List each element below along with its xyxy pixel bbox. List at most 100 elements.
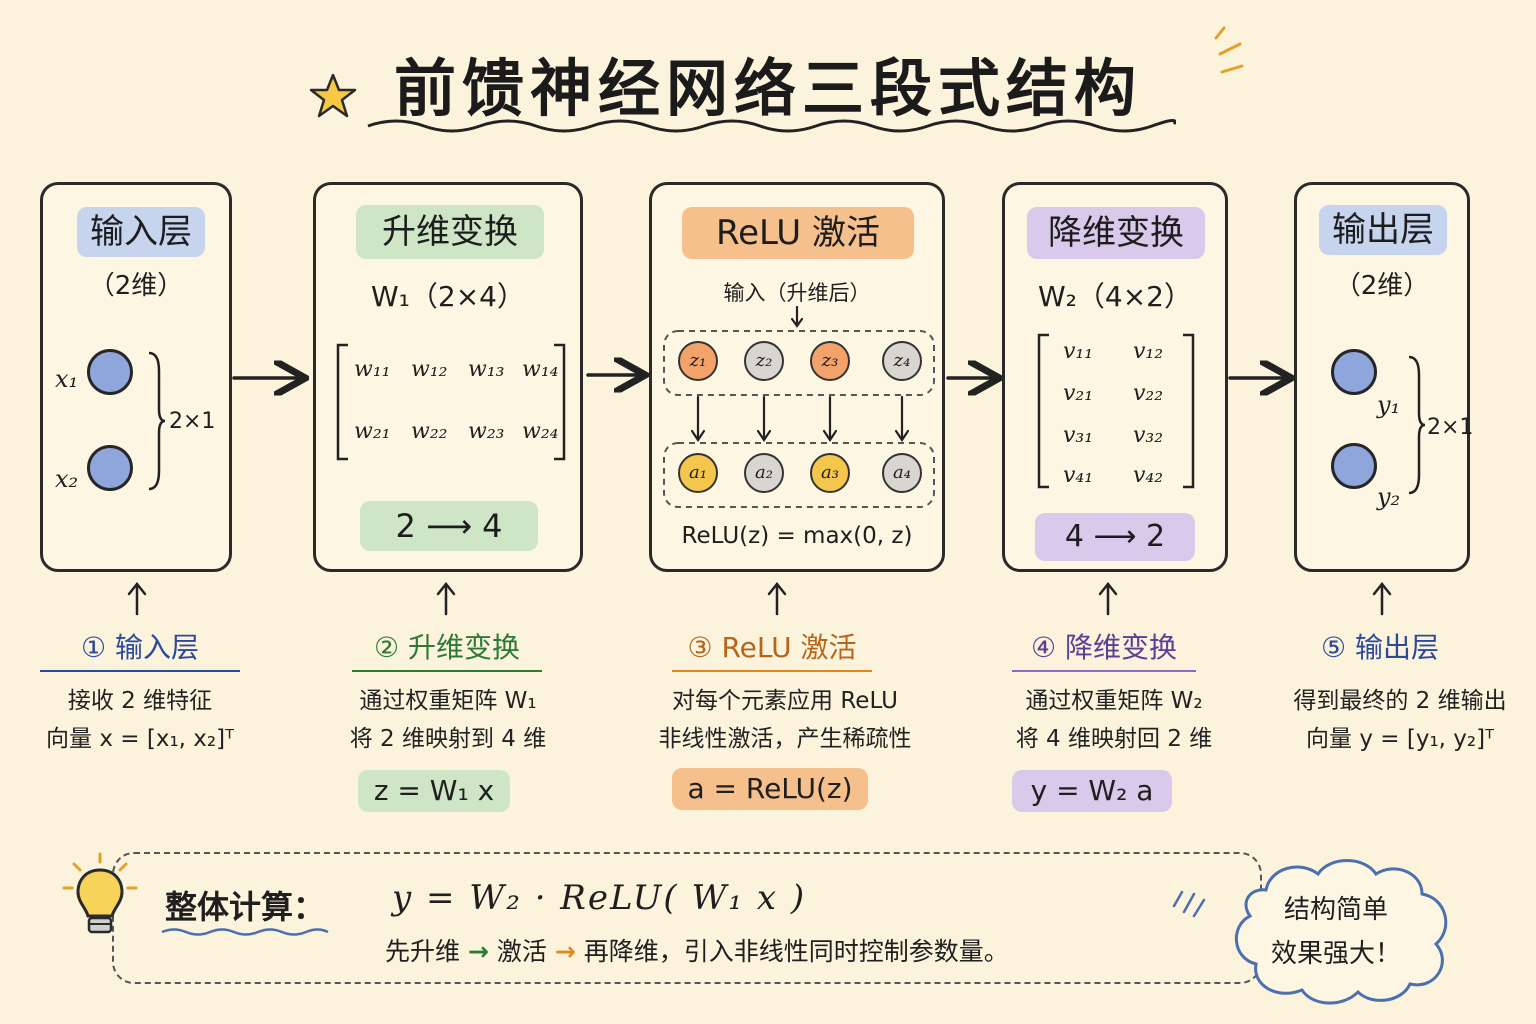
node-label-y1: y₁ [1377,391,1401,419]
orange-arrow-icon: → [554,937,576,966]
output-layer-subtitle: （2维） [1334,271,1430,301]
up-projection-title: 升维变换 [356,205,544,259]
step-1-desc: 接收 2 维特征 向量 x = [x₁, x₂]ᵀ [20,682,260,758]
up-mapping-label: 2 ⟶ 4 [360,501,538,551]
sparkle-icon [1214,26,1244,74]
summary-formula: y = W₂ · ReLU( W₁ x ) [392,878,807,918]
step-desc-line: 向量 x = [x₁, x₂]ᵀ [46,726,234,752]
input-layer-box: 输入层 （2维） x₁ x₂ 2×1 [40,182,232,572]
node-label-x1: x₁ [55,365,79,393]
relu-title: ReLU 激活 [682,207,914,259]
w1-cell: w₂₃ [468,419,505,444]
w1-cell: w₂₂ [411,419,448,444]
output-node-y2 [1331,443,1377,489]
w2-cell: v₁₂ [1133,339,1164,364]
w2-cell: v₂₂ [1133,381,1164,406]
z-node: z₄ [882,341,922,381]
step-3-desc: 对每个元素应用 ReLU 非线性激活，产生稀疏性 [640,682,930,758]
step-4-desc: 通过权重矩阵 W₂ 将 4 维映射回 2 维 [988,682,1240,758]
cloud-text: 结构简单 效果强大！ [1248,888,1424,976]
step-desc-line: 对每个元素应用 ReLU [672,688,898,714]
step-4-title: ④ 降维变换 [1012,626,1196,672]
step-desc-line: 将 2 维映射到 4 维 [349,726,547,752]
w1-cell: w₁₃ [468,357,505,382]
z-node: z₁ [678,341,718,381]
cloud-line: 效果强大！ [1270,939,1401,969]
input-node-x1 [87,349,133,395]
a-node: a₂ [744,453,784,493]
w2-cell: v₂₁ [1063,381,1094,406]
summary-note-part: 激活 [496,937,547,966]
node-label-y2: y₂ [1377,483,1401,511]
down-mapping-label: 4 ⟶ 2 [1035,513,1195,561]
step-desc-line: 非线性激活，产生稀疏性 [658,726,912,752]
input-layer-title: 输入层 [77,207,205,257]
step-2-formula: z = W₁ x [358,770,510,812]
output-layer-title: 输出层 [1319,205,1447,255]
page-title: 前馈神经网络三段式结构 [393,52,1142,125]
relu-connectors [663,305,935,508]
relu-formula: ReLU(z) = max(0, z) [681,523,913,549]
output-layer-box: 输出层 （2维） y₁ y₂ 2×1 [1294,182,1474,572]
star-icon [309,73,357,118]
up-projection-box: 升维变换 W₁（2×4） w₁₁ w₁₂ w₁₃ w₁₄ w₂₁ w₂₂ w₂₃… [313,182,583,572]
w1-cell: w₁₂ [411,357,448,382]
step-2-desc: 通过权重矩阵 W₁ 将 2 维映射到 4 维 [318,682,578,758]
step-3-title: ③ ReLU 激活 [672,626,872,672]
cloud-line: 结构简单 [1283,895,1388,925]
w2-label: W₂（4×2） [1037,280,1192,313]
w1-cell: w₂₁ [354,419,391,444]
w2-cell: v₃₁ [1063,423,1094,448]
a-node: a₃ [810,453,850,493]
summary-note-part: 再降维，引入非线性同时控制参数量。 [583,937,1009,966]
output-node-y1 [1331,349,1377,395]
w2-cell: v₁₁ [1063,339,1094,364]
emphasis-lines-icon [1172,890,1206,918]
relu-input-note: 输入（升维后） [723,281,871,305]
summary-label: 整体计算： [165,888,326,926]
step-1-title: ① 输入层 [40,626,240,672]
node-label-x2: x₂ [55,465,79,493]
w1-label: W₁（2×4） [370,280,525,313]
step-desc-line: 向量 y = [y₁, y₂]ᵀ [1306,726,1494,752]
summary-note: 先升维 → 激活 → 再降维，引入非线性同时控制参数量。 [385,932,1009,968]
w2-matrix-brackets [1037,333,1195,489]
input-node-x2 [87,445,133,491]
step-desc-line: 接收 2 维特征 [67,688,213,714]
brace-icon [1408,355,1426,495]
green-arrow-icon: → [467,937,489,966]
step-desc-line: 通过权重矩阵 W₁ [359,688,537,714]
relu-box: ReLU 激活 输入（升维后） z₁ z₂ z₃ z₄ a₁ a₂ a₃ a₄ … [649,182,945,572]
down-projection-box: 降维变换 W₂（4×2） v₁₁ v₁₂ v₂₁ v₂₂ v₃₁ v₃₂ v₄₁… [1002,182,1228,572]
summary-note-part: 先升维 [385,937,461,966]
brace-icon [148,351,166,491]
down-projection-title: 降维变换 [1027,207,1205,259]
input-layer-subtitle: （2维） [88,271,184,301]
step-desc-line: 得到最终的 2 维输出 [1293,688,1507,714]
lightbulb-icon [62,852,138,934]
step-2-title: ② 升维变换 [352,626,542,672]
w1-cell: w₁₄ [522,357,559,382]
step-4-formula: y = W₂ a [1012,770,1172,812]
input-dim-label: 2×1 [169,409,216,434]
w1-cell: w₂₄ [522,419,559,444]
summary-underline [161,928,329,936]
step-5-desc: 得到最终的 2 维输出 向量 y = [y₁, y₂]ᵀ [1280,682,1520,758]
w2-cell: v₄₂ [1133,463,1164,488]
a-node: a₁ [678,453,718,493]
title-underline [367,119,1176,133]
z-node: z₂ [744,341,784,381]
cloud-bubble [1234,859,1448,1005]
w1-matrix-brackets [336,343,566,461]
a-node: a₄ [882,453,922,493]
step-3-formula: a = ReLU(z) [672,768,868,810]
step-desc-line: 通过权重矩阵 W₂ [1025,688,1203,714]
step-desc-line: 将 4 维映射回 2 维 [1015,726,1213,752]
output-dim-label: 2×1 [1427,415,1474,440]
w1-cell: w₁₁ [354,357,391,382]
z-node: z₃ [810,341,850,381]
w2-cell: v₃₂ [1133,423,1164,448]
w2-cell: v₄₁ [1063,463,1094,488]
step-5-title: ⑤ 输出层 [1320,631,1439,664]
